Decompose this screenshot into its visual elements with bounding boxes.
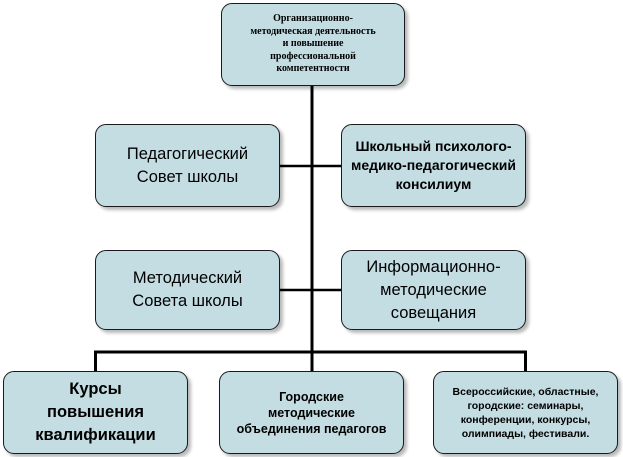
events-label: Всероссийские, областные, городские: сем…: [452, 385, 599, 440]
top-box: Организационно- методическая деятельност…: [221, 3, 405, 86]
psych-council-label: Школьный психолого- медико-педагогически…: [351, 138, 516, 192]
info-meetings-box: Информационно- методические совещания: [341, 250, 526, 330]
events-box: Всероссийские, областные, городские: сем…: [433, 371, 618, 454]
pedagogical-council-box: Педагогический Совет школы: [95, 124, 280, 207]
pedagogical-council-label: Педагогический Совет школы: [126, 144, 249, 186]
city-associations-label: Городские методические объединения педаг…: [236, 389, 387, 436]
city-associations-box: Городские методические объединения педаг…: [219, 371, 404, 454]
methodical-council-box: Методический Совета школы: [95, 250, 280, 330]
top-box-label: Организационно- методическая деятельност…: [250, 13, 376, 75]
info-meetings-label: Информационно- методические совещания: [366, 257, 501, 322]
psych-council-box: Школьный психолого- медико-педагогически…: [341, 124, 526, 207]
courses-box: Курсы повышения квалификации: [3, 371, 188, 454]
courses-label: Курсы повышения квалификации: [35, 380, 156, 444]
methodical-council-label: Методический Совета школы: [132, 269, 243, 310]
